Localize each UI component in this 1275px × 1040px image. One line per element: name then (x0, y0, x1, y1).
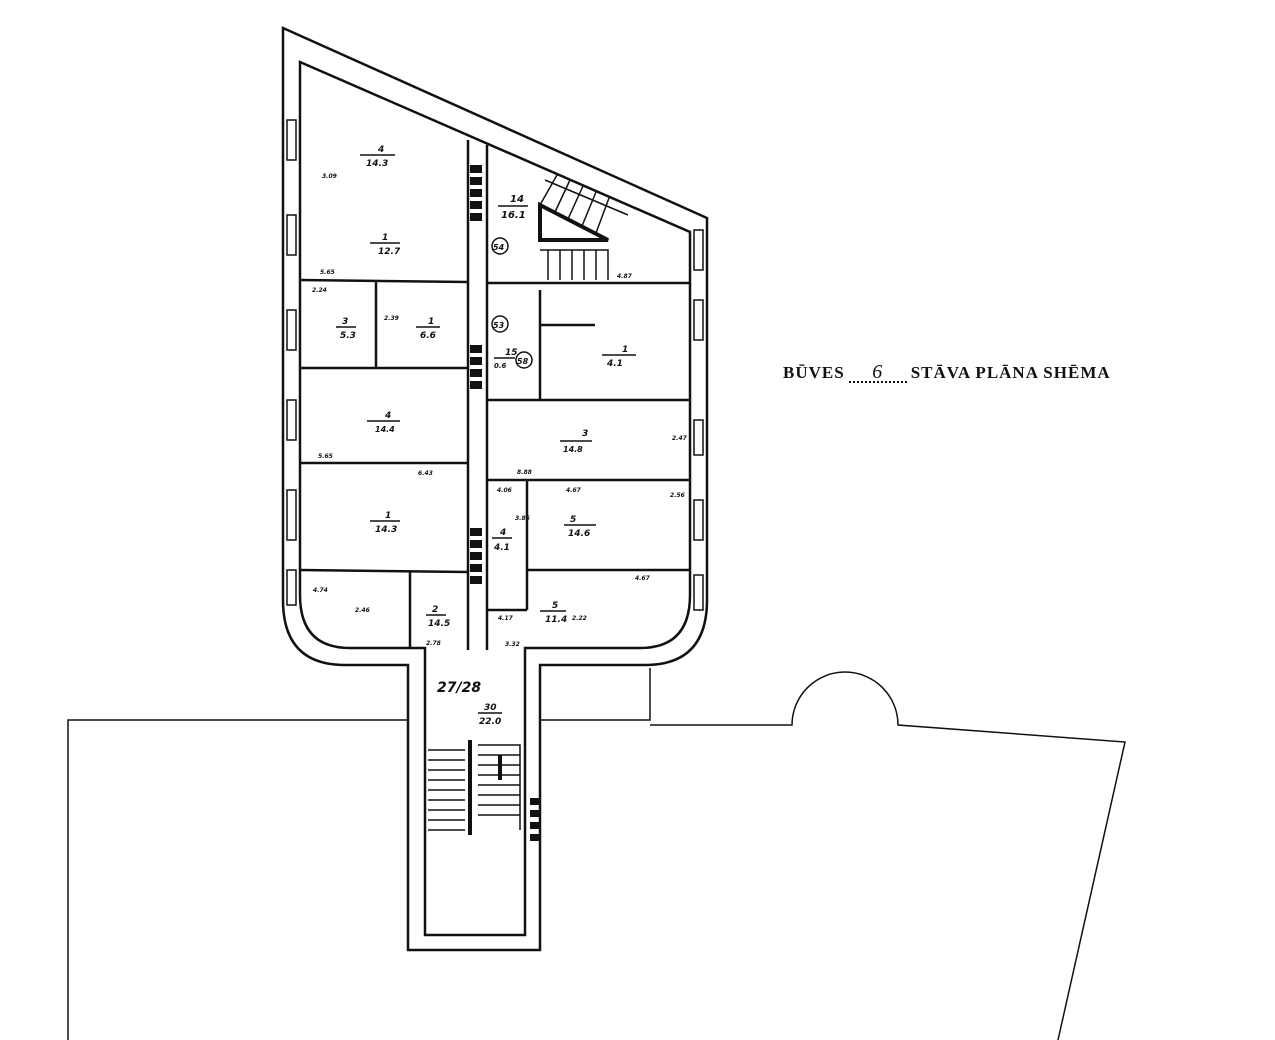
partition-walls-left (299, 278, 469, 648)
svg-text:3.09: 3.09 (322, 173, 337, 180)
svg-text:6.43: 6.43 (418, 470, 433, 477)
svg-text:14.3: 14.3 (366, 159, 388, 169)
room-label: 314.8 (560, 429, 592, 454)
svg-text:2.46: 2.46 (355, 607, 370, 614)
markers: 54 53 58 (491, 237, 533, 369)
dimension-labels: 3.09 5.65 2.24 2.39 5.65 6.43 8.88 4.06 … (312, 173, 688, 648)
svg-text:1: 1 (382, 233, 388, 243)
room-label: 44.1 (492, 528, 512, 553)
svg-text:5.65: 5.65 (318, 453, 333, 460)
svg-text:16.1: 16.1 (501, 210, 526, 221)
room-label: 214.5 (426, 605, 450, 629)
svg-text:4.74: 4.74 (313, 587, 328, 594)
room-label: 114.3 (370, 511, 400, 535)
svg-text:4.1: 4.1 (493, 543, 510, 553)
adjacent-building-outline (67, 668, 1126, 1040)
svg-text:4.67: 4.67 (635, 575, 651, 582)
svg-text:1: 1 (428, 317, 434, 327)
svg-text:4.1: 4.1 (606, 359, 623, 369)
room-label: 514.6 (564, 515, 596, 539)
windows (286, 119, 704, 611)
svg-text:2.47: 2.47 (672, 435, 688, 442)
room-label: 414.3 (360, 145, 395, 169)
svg-text:4.87: 4.87 (617, 273, 633, 280)
stair-upper (538, 174, 629, 280)
svg-text:4: 4 (377, 145, 384, 155)
ventilation-ducts (470, 165, 540, 841)
room-label: 150.6 (494, 348, 518, 370)
svg-text:5: 5 (552, 601, 558, 611)
svg-text:4: 4 (384, 411, 391, 421)
svg-text:5: 5 (570, 515, 576, 525)
svg-text:2.22: 2.22 (572, 615, 587, 622)
stair-label: 27/28 (437, 680, 481, 696)
title-suffix: STĀVA PLĀNA SHĒMA (910, 363, 1111, 382)
building-outer-wall (281, 26, 709, 952)
title-prefix: BŪVES (783, 363, 845, 382)
svg-text:2.39: 2.39 (384, 315, 399, 322)
room-label: 35.3 (336, 317, 356, 341)
svg-text:14.6: 14.6 (568, 529, 590, 539)
svg-text:30: 30 (484, 703, 497, 713)
svg-text:8.88: 8.88 (517, 469, 532, 476)
stair-lower (428, 740, 521, 835)
room-label: 14 16.1 (498, 194, 528, 221)
svg-text:58: 58 (517, 357, 529, 366)
svg-text:15: 15 (505, 348, 518, 358)
svg-text:3: 3 (342, 317, 348, 327)
svg-text:14.4: 14.4 (375, 425, 395, 434)
svg-text:3.32: 3.32 (505, 641, 520, 648)
building-inner-wall (298, 60, 692, 937)
svg-text:5.3: 5.3 (340, 331, 356, 341)
room-label: 14.1 (602, 345, 636, 369)
room-label: 414.4 (367, 411, 400, 434)
svg-text:14.3: 14.3 (375, 525, 397, 535)
room-label: 30 22.0 (478, 703, 502, 727)
svg-text:2.24: 2.24 (312, 287, 327, 294)
svg-text:3.86: 3.86 (515, 515, 530, 522)
room-label: 511.4 (540, 601, 567, 625)
svg-text:3: 3 (582, 429, 588, 439)
svg-text:4.67: 4.67 (566, 487, 582, 494)
svg-text:4.06: 4.06 (497, 487, 512, 494)
room-label: 16.6 (416, 317, 440, 341)
svg-text:14.8: 14.8 (563, 445, 583, 454)
svg-text:12.7: 12.7 (378, 247, 401, 257)
svg-text:6.6: 6.6 (420, 331, 436, 341)
svg-text:2.56: 2.56 (670, 492, 685, 499)
svg-text:54: 54 (493, 243, 505, 252)
svg-text:2.78: 2.78 (426, 640, 441, 647)
svg-text:53: 53 (493, 321, 505, 330)
corridor-walls (466, 140, 489, 650)
svg-text:4.17: 4.17 (498, 615, 514, 622)
svg-text:11.4: 11.4 (545, 615, 567, 625)
svg-text:5.65: 5.65 (320, 269, 335, 276)
floor-number: 6 (848, 362, 907, 383)
svg-text:14.5: 14.5 (428, 619, 450, 629)
svg-text:1: 1 (385, 511, 391, 521)
svg-text:1: 1 (622, 345, 628, 355)
partition-walls-right (487, 281, 690, 612)
svg-text:0.6: 0.6 (494, 362, 507, 370)
svg-text:2: 2 (432, 605, 438, 615)
svg-text:14: 14 (510, 194, 524, 205)
svg-text:4: 4 (499, 528, 506, 538)
room-label: 112.7 (370, 233, 401, 257)
svg-text:22.0: 22.0 (479, 717, 501, 727)
